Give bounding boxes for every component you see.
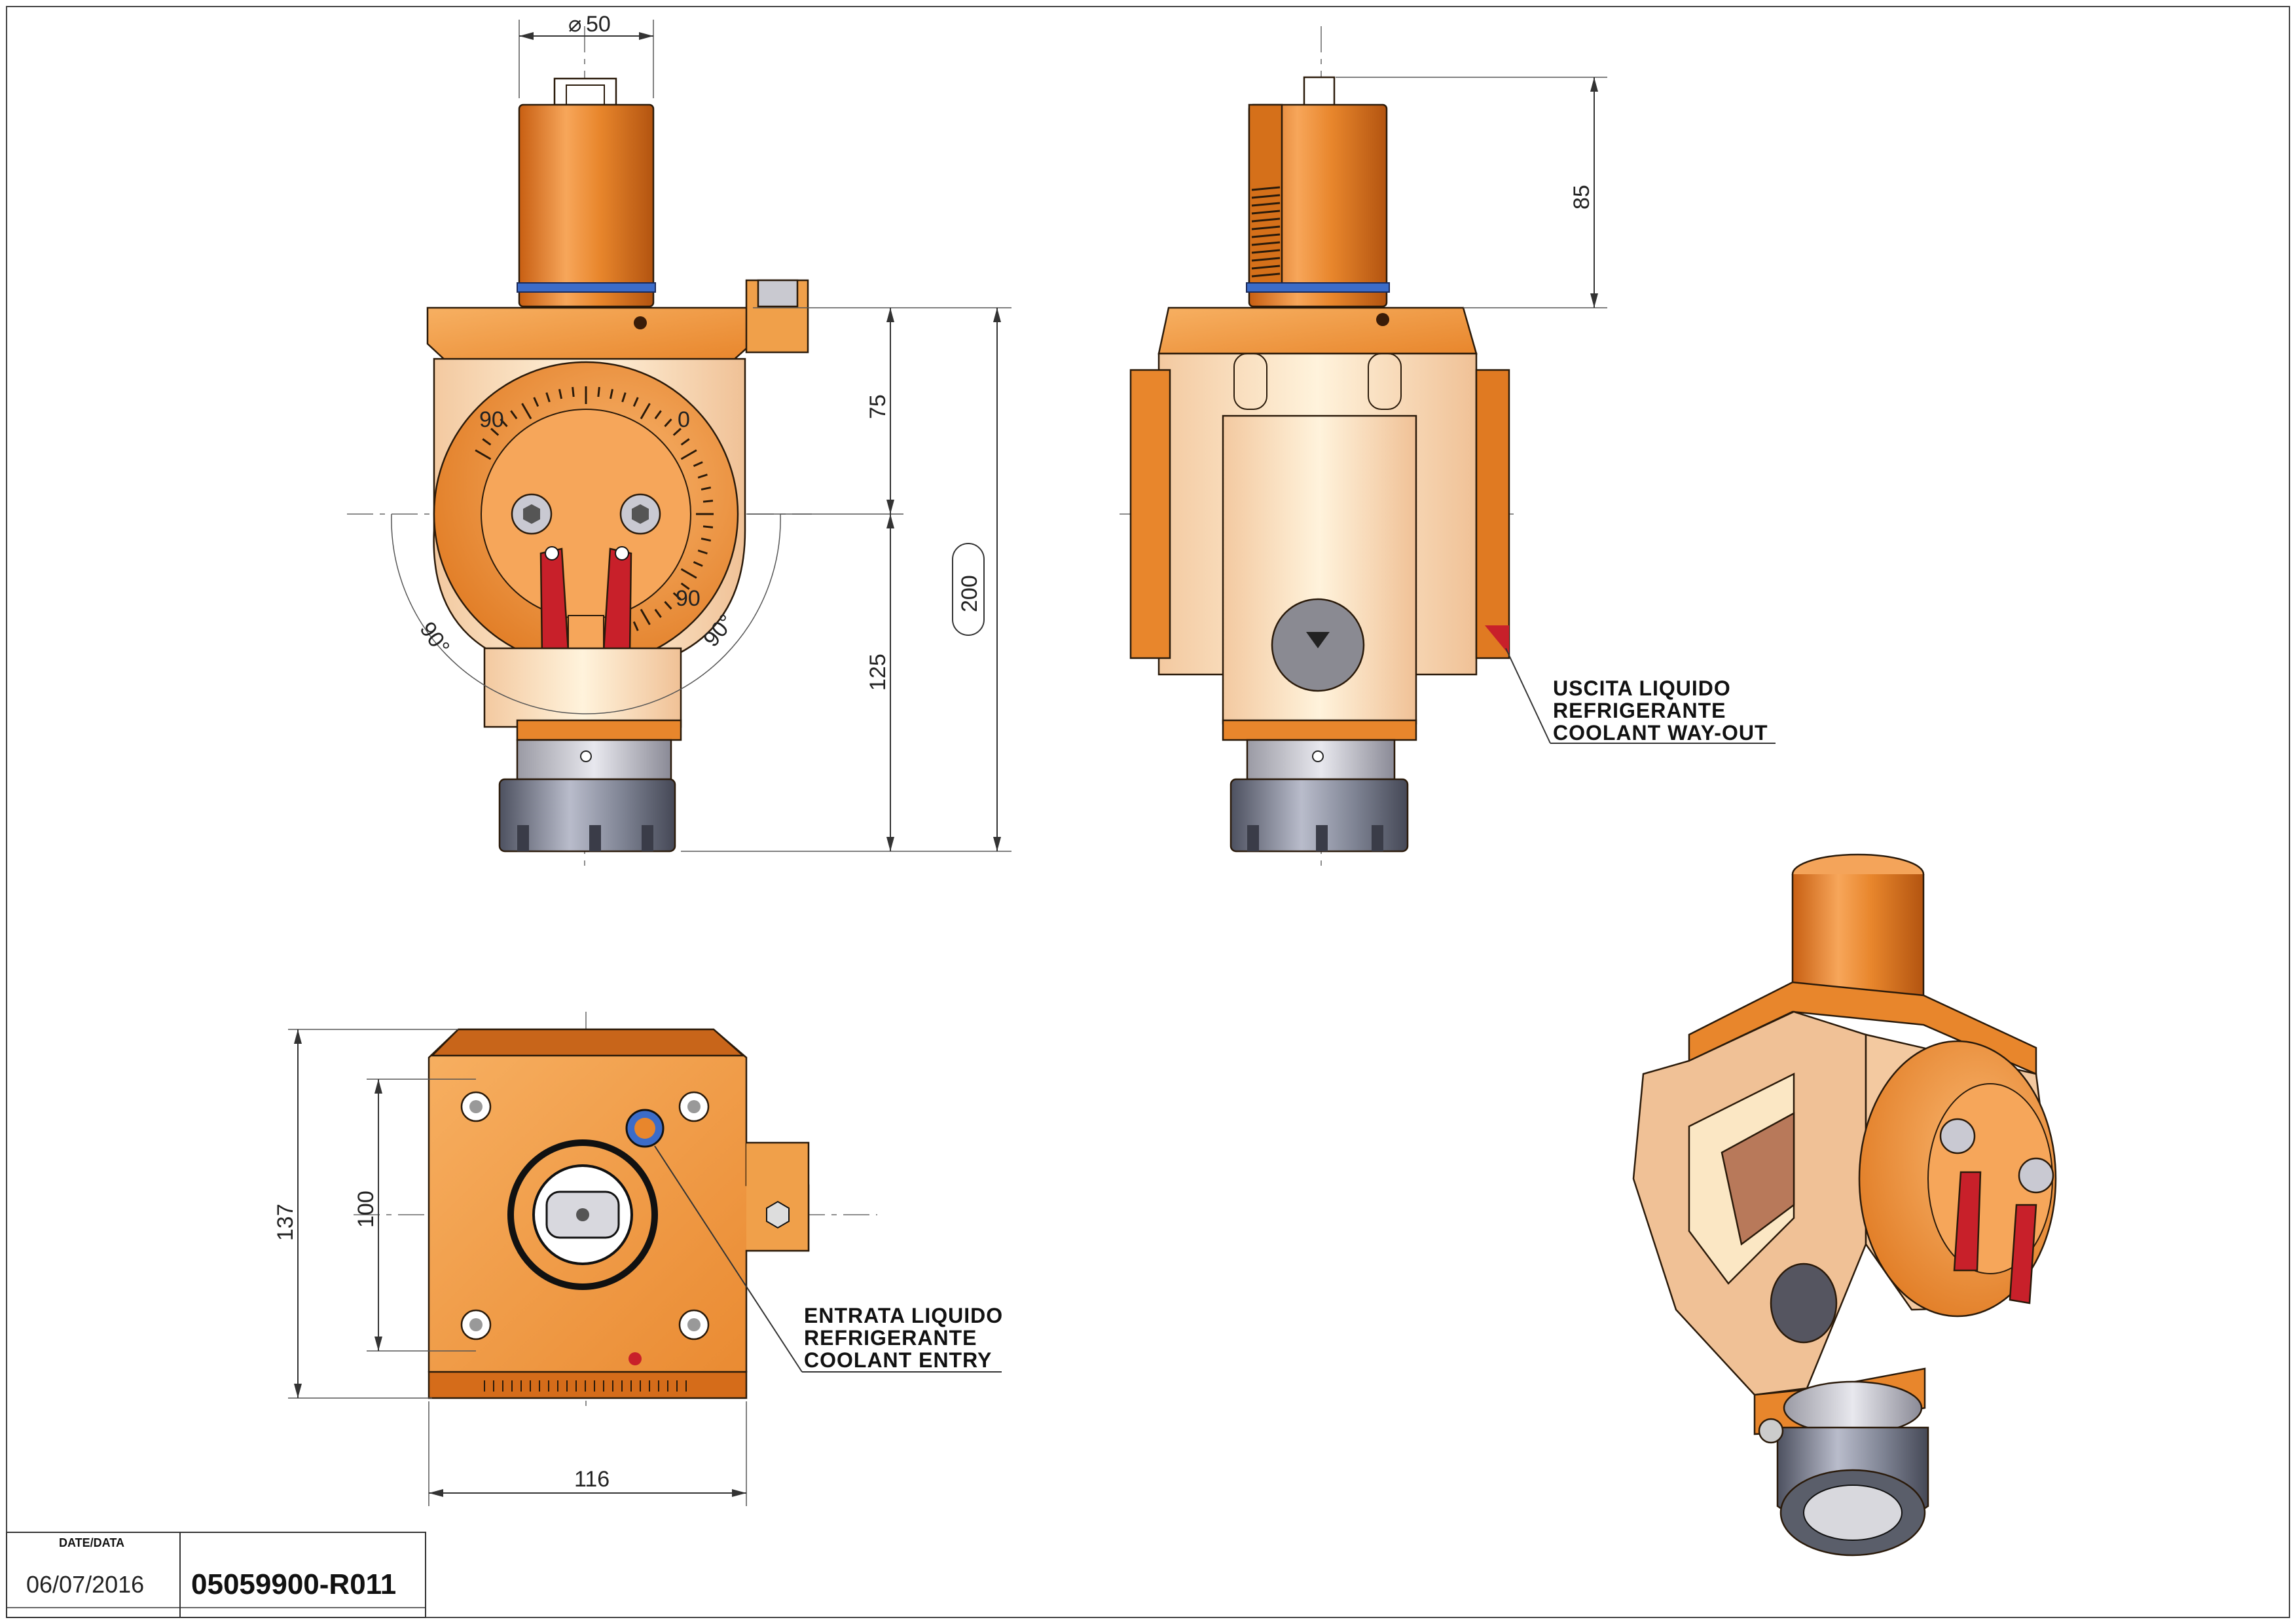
side-view: 85 USCITA LIQUIDO REFRIGERANTE COOLANT W… xyxy=(1120,26,1776,871)
dimension-85: 85 xyxy=(1569,185,1594,210)
dimension-75: 75 xyxy=(866,394,890,419)
coolant-entry-label-3: COOLANT ENTRY xyxy=(804,1348,992,1372)
coolant-entry-label-2: REFRIGERANTE xyxy=(804,1326,977,1350)
dial-label-90-top: 90 xyxy=(479,407,504,432)
drive-cylinder xyxy=(518,103,655,308)
front-view: ⌀ 50 90 0 90 xyxy=(347,12,1011,871)
coolant-out-label-2: REFRIGERANTE xyxy=(1553,699,1726,722)
mounting-flange xyxy=(426,306,753,361)
dial-label-90-bottom: 90 xyxy=(676,586,701,611)
diameter-dimension: 50 xyxy=(586,12,611,37)
diameter-symbol: ⌀ xyxy=(568,12,581,37)
top-view: 137 100 116 ENTRATA LIQUIDO REFRIGERANTE… xyxy=(273,1012,1003,1506)
dimension-116: 116 xyxy=(574,1467,610,1492)
date-label: DATE/DATA xyxy=(59,1536,124,1549)
dimension-100: 100 xyxy=(354,1190,378,1228)
angle-left: 90° xyxy=(414,618,454,659)
title-block: DATE/DATA 06/07/2016 05059900-R011 xyxy=(6,1532,426,1618)
date-value: 06/07/2016 xyxy=(26,1571,144,1598)
coolant-entry-label-1: ENTRATA LIQUIDO xyxy=(804,1304,1003,1327)
drawing-code: 05059900-R011 xyxy=(191,1568,396,1600)
isometric-view xyxy=(1632,853,2057,1557)
dimension-137: 137 xyxy=(273,1204,298,1241)
collet-nut xyxy=(498,778,676,853)
coolant-out-label-1: USCITA LIQUIDO xyxy=(1553,676,1731,700)
sheet-border xyxy=(6,6,2290,1618)
coolant-out-label-3: COOLANT WAY-OUT xyxy=(1553,721,1768,745)
dial-label-0: 0 xyxy=(678,407,690,432)
o-ring xyxy=(517,282,656,293)
iso-logo xyxy=(1770,1263,1838,1344)
dimension-200: 200 xyxy=(957,575,982,612)
dimension-125: 125 xyxy=(866,654,890,691)
